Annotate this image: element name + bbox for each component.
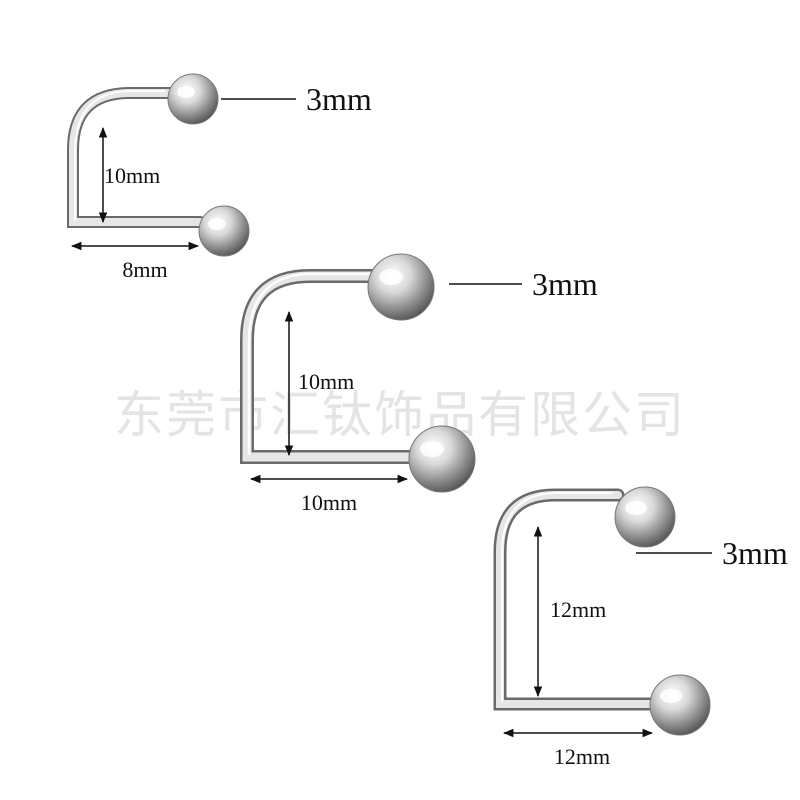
ball-bottom-shine (420, 441, 444, 457)
height-label: 10mm (298, 369, 354, 394)
barbell-bar-highlight (74, 90, 165, 220)
height-label: 10mm (104, 163, 160, 188)
product-medium: 3mm 10mm 10mm (240, 253, 598, 515)
product-large: 3mm 12mm 12mm (493, 486, 788, 769)
barbell-bar-highlight (247, 272, 370, 455)
barbell-bar (69, 89, 204, 226)
ball-bottom-shine (660, 689, 682, 703)
ball-top (614, 486, 676, 548)
ball-size-label: 3mm (532, 266, 598, 302)
ball-size-label: 3mm (306, 81, 372, 117)
height-label: 12mm (550, 597, 606, 622)
ball-top (367, 253, 435, 321)
ball-bottom (408, 425, 476, 493)
barbell-bar-highlight (501, 492, 613, 702)
ball-bottom (649, 674, 711, 736)
ball-size-label: 3mm (722, 535, 788, 571)
width-label: 10mm (301, 490, 357, 515)
width-label: 8mm (122, 257, 167, 282)
ball-bottom (198, 205, 250, 257)
ball-bottom-shine (208, 218, 226, 230)
width-label: 12mm (554, 744, 610, 769)
ball-top-shine (625, 501, 647, 515)
barbell-bar (496, 491, 656, 708)
ball-top-shine (177, 86, 195, 98)
product-small: 3mm 10mm 8mm (67, 73, 372, 282)
watermark-text: 东莞市汇钛饰品有限公司 (114, 386, 686, 444)
ball-top-shine (379, 269, 403, 285)
ball-top (167, 73, 219, 125)
